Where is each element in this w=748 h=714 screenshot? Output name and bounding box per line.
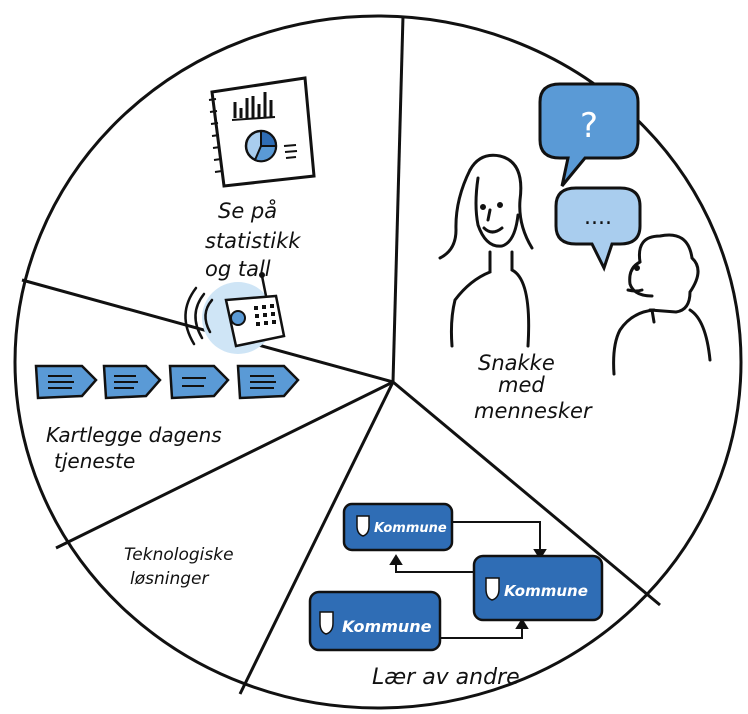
talk-label-line-1: Snakke xyxy=(478,351,555,375)
process-step-2-icon xyxy=(102,364,162,400)
learn-label: Lær av andre xyxy=(372,665,520,690)
talk-label: Snakke med mennesker xyxy=(474,351,593,423)
section-learn: Kommune Kommune Kommune Lær av andre xyxy=(308,502,604,690)
section-technology: Teknologiske løsninger xyxy=(124,272,286,589)
process-step-3-icon xyxy=(168,364,230,400)
pie-chart-icon xyxy=(244,129,278,163)
map-service-label-line-1: Kartlegge dagens xyxy=(46,423,222,447)
divider-bottom xyxy=(238,381,395,695)
shield-icon xyxy=(356,515,370,537)
pie-outline xyxy=(13,14,743,710)
technology-label: Teknologiske løsninger xyxy=(124,545,239,589)
talk-label-line-2: med xyxy=(498,373,545,397)
statistics-label: Se på statistikk og tall xyxy=(205,198,307,281)
divider-right xyxy=(392,380,661,607)
statistics-label-line-1: Se på xyxy=(218,198,277,223)
section-talk: ? .... Snakke med xyxy=(438,82,712,423)
kommune-box-1: Kommune xyxy=(342,502,454,552)
shield-icon xyxy=(319,611,334,635)
kommune-box-1-label: Kommune xyxy=(374,521,447,536)
kommune-box-2-label: Kommune xyxy=(504,582,588,600)
kommune-box-2: Kommune xyxy=(472,554,604,622)
kommune-box-3: Kommune xyxy=(308,590,442,652)
map-service-label: Kartlegge dagens tjeneste xyxy=(46,423,228,473)
question-mark: ? xyxy=(580,106,598,146)
divider-top xyxy=(391,15,405,383)
connector-arrows xyxy=(389,521,547,639)
section-map-service: Kartlegge dagens tjeneste xyxy=(34,364,300,473)
map-service-label-line-2: tjeneste xyxy=(54,449,135,473)
report-icon xyxy=(208,76,316,188)
section-statistics: Se på statistikk og tall xyxy=(205,76,316,281)
curly-person-icon xyxy=(612,233,712,376)
process-arrows xyxy=(34,364,300,400)
process-step-4-icon xyxy=(236,364,300,400)
statistics-label-line-2: statistikk xyxy=(205,229,301,253)
technology-label-line-2: løsninger xyxy=(130,569,210,589)
shield-icon xyxy=(485,577,500,601)
question-bubble: ? xyxy=(538,82,640,187)
process-step-1-icon xyxy=(34,364,98,400)
woman-icon xyxy=(438,153,534,348)
kommune-box-3-label: Kommune xyxy=(342,617,432,636)
bar-chart-icon xyxy=(231,92,276,121)
talk-label-line-3: mennesker xyxy=(474,399,593,423)
alarm-device-icon xyxy=(184,272,286,354)
technology-label-line-1: Teknologiske xyxy=(124,545,234,565)
divider-lower-left xyxy=(55,380,394,550)
dots-bubble: .... xyxy=(554,186,642,272)
dots-text: .... xyxy=(584,205,612,230)
slice-dividers xyxy=(21,15,661,695)
